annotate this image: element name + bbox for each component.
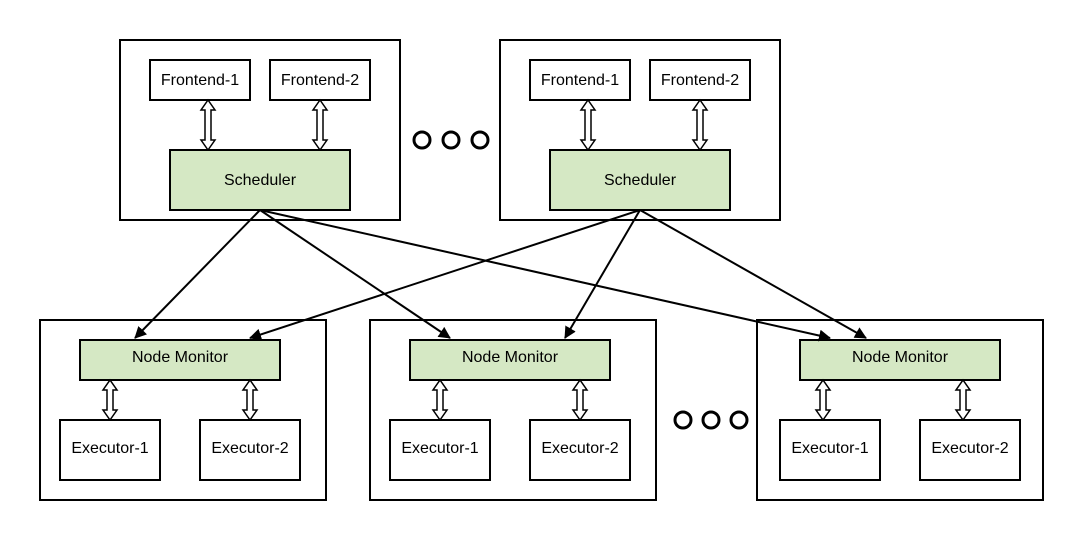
executor-1-label: Executor-1 — [401, 440, 478, 457]
ellipsis-dot — [729, 410, 749, 430]
scheduler-group-2: Frontend-1 Frontend-2 Scheduler — [499, 39, 781, 221]
ellipsis-dot — [441, 130, 461, 150]
scheduler-2-label: Scheduler — [604, 172, 677, 189]
ellipsis-dot — [673, 410, 693, 430]
executor-2-box — [199, 419, 301, 481]
node-monitor-1-label: Node Monitor — [132, 349, 229, 366]
ellipsis-dot — [470, 130, 490, 150]
frontend-1-label: Frontend-1 — [161, 72, 239, 89]
arrow-scheduler-2-to-node-monitor-2 — [564, 209, 641, 339]
scheduler-to-node-monitor-arrows — [134, 209, 867, 342]
executor-1-box — [779, 419, 881, 481]
executor-2-label: Executor-2 — [541, 440, 618, 457]
ellipsis-dot — [701, 410, 721, 430]
ellipsis-dot — [412, 130, 432, 150]
executor-1-label: Executor-1 — [71, 440, 148, 457]
scheduler-group-1: Frontend-1 Frontend-2 Scheduler — [119, 39, 401, 221]
arrow-scheduler-2-to-node-monitor-3 — [639, 209, 867, 339]
frontend-2-label: Frontend-2 — [281, 72, 359, 89]
arrow-scheduler-1-to-node-monitor-1 — [134, 209, 261, 339]
node-monitor-1-box — [79, 339, 281, 381]
scheduler-2-box — [549, 149, 731, 211]
executor-2-label: Executor-2 — [931, 440, 1008, 457]
node-monitor-2-label: Node Monitor — [462, 349, 559, 366]
executor-2-box — [919, 419, 1021, 481]
executor-1-box — [59, 419, 161, 481]
scheduler-1-box — [169, 149, 351, 211]
executor-1-label: Executor-1 — [791, 440, 868, 457]
worker-group-2: Node Monitor Executor-1 Executor-2 — [369, 319, 657, 501]
executor-2-box — [529, 419, 631, 481]
scheduler-1-label: Scheduler — [224, 172, 297, 189]
frontend-1-box — [149, 59, 251, 101]
arrow-scheduler-1-to-node-monitor-2 — [259, 209, 451, 339]
worker-group-3: Node Monitor Executor-1 Executor-2 — [756, 319, 1044, 501]
scheduler-groups-ellipsis — [412, 130, 490, 150]
worker-group-1: Node Monitor Executor-1 Executor-2 — [39, 319, 327, 501]
worker-groups-ellipsis — [673, 410, 749, 430]
node-monitor-2-box — [409, 339, 611, 381]
arrow-scheduler-2-to-node-monitor-1 — [249, 209, 641, 341]
frontend-2-label: Frontend-2 — [661, 72, 739, 89]
node-monitor-3-label: Node Monitor — [852, 349, 949, 366]
executor-2-label: Executor-2 — [211, 440, 288, 457]
frontend-1-box — [529, 59, 631, 101]
executor-1-box — [389, 419, 491, 481]
frontend-2-box — [649, 59, 751, 101]
node-monitor-3-box — [799, 339, 1001, 381]
arrow-scheduler-1-to-node-monitor-3 — [259, 209, 831, 342]
frontend-1-label: Frontend-1 — [541, 72, 619, 89]
